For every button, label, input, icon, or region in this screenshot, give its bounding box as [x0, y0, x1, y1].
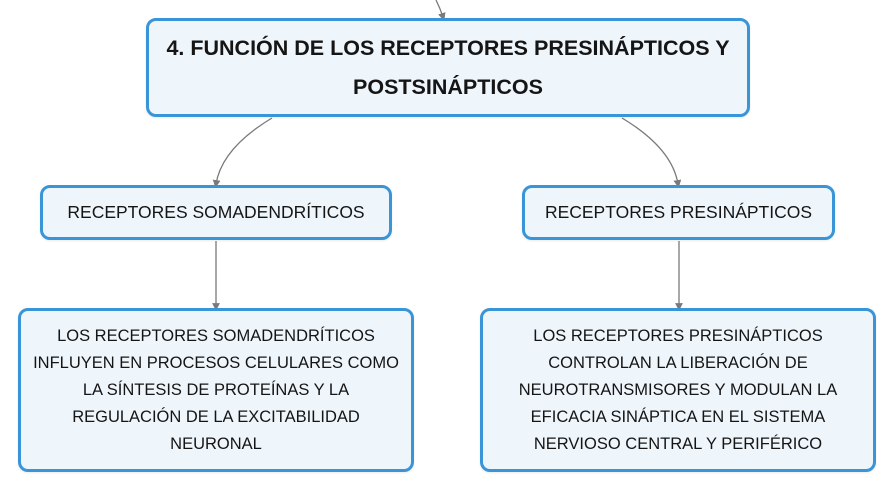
subtopic-somadendritic-label: RECEPTORES SOMADENDRÍTICOS: [67, 202, 365, 222]
somadendritic-description-node[interactable]: LOS RECEPTORES SOMADENDRÍTICOS INFLUYEN …: [18, 308, 414, 472]
somadendritic-description-text: LOS RECEPTORES SOMADENDRÍTICOS INFLUYEN …: [33, 326, 399, 453]
presynaptic-description-text: LOS RECEPTORES PRESINÁPTICOS CONTROLAN L…: [518, 326, 838, 453]
subtopic-presynaptic-node[interactable]: RECEPTORES PRESINÁPTICOS: [522, 185, 835, 240]
connector-from-parent: [435, 0, 446, 21]
subtopic-somadendritic-node[interactable]: RECEPTORES SOMADENDRÍTICOS: [40, 185, 392, 240]
connector-root-to-left: [212, 117, 273, 188]
connector-root-to-right: [621, 117, 682, 188]
presynaptic-description-node[interactable]: LOS RECEPTORES PRESINÁPTICOS CONTROLAN L…: [480, 308, 876, 472]
root-topic-node[interactable]: 4. FUNCIÓN DE LOS RECEPTORES PRESINÁPTIC…: [146, 18, 750, 117]
subtopic-presynaptic-label: RECEPTORES PRESINÁPTICOS: [544, 202, 813, 222]
root-topic-title: 4. FUNCIÓN DE LOS RECEPTORES PRESINÁPTIC…: [166, 35, 730, 99]
